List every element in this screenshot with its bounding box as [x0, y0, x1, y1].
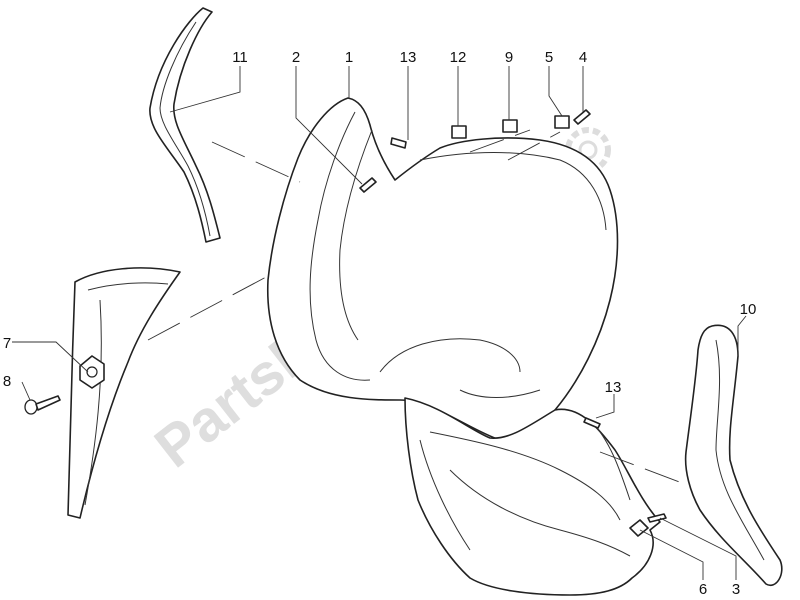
part-10-right-panel [684, 324, 783, 587]
clip-6 [629, 519, 649, 537]
callout-1: 1 [345, 49, 353, 66]
screw-13-right [583, 417, 601, 429]
part-1-front-shield [266, 97, 661, 596]
callout-5: 5 [545, 49, 553, 66]
part-11-trim-strip [149, 7, 221, 243]
callout-4: 4 [579, 49, 587, 66]
clip-9 [502, 119, 518, 133]
part-7-left-panel [67, 267, 181, 519]
callout-13-right: 13 [605, 379, 622, 396]
screw-4 [573, 109, 591, 125]
callout-10: 10 [740, 301, 757, 318]
clip-12 [451, 125, 467, 139]
leader-lines [12, 66, 747, 580]
callout-8: 8 [3, 373, 11, 390]
callout-3: 3 [732, 581, 740, 598]
callouts: 11 2 1 13 12 9 5 4 10 7 8 13 6 3 [3, 49, 757, 598]
screw-8 [24, 395, 61, 415]
callout-6: 6 [699, 581, 707, 598]
screw-3 [647, 513, 667, 523]
callout-2: 2 [292, 49, 300, 66]
screw-2 [359, 177, 377, 193]
callout-12: 12 [450, 49, 467, 66]
callout-11: 11 [232, 49, 248, 66]
callout-7: 7 [3, 335, 11, 352]
clip-5 [554, 115, 570, 129]
screw-13-top [390, 137, 407, 149]
callout-9: 9 [505, 49, 513, 66]
callout-13-top: 13 [400, 49, 417, 66]
clip-8-nut [79, 355, 105, 389]
